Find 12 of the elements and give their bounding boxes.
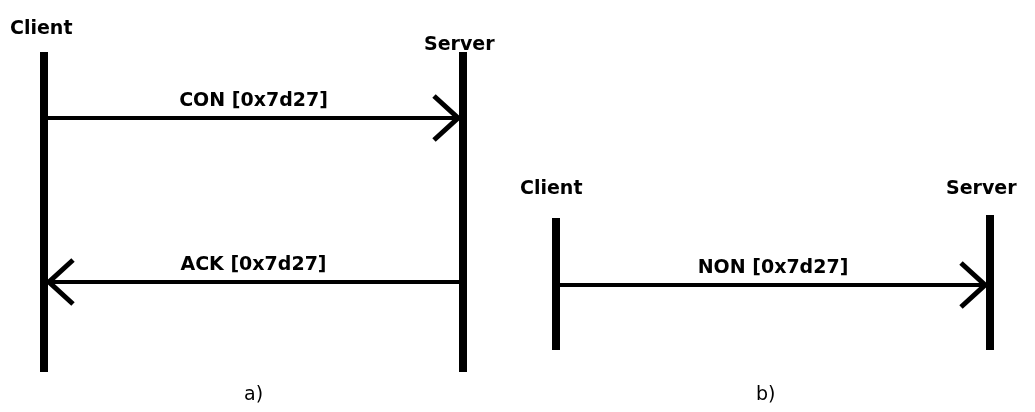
edge-label: CON [0x7d27] (179, 88, 328, 110)
message-arrow (46, 257, 459, 307)
participant-label: Server (424, 32, 495, 54)
participant-label: Client (10, 16, 73, 38)
message-arrow (560, 260, 988, 310)
panel-caption: a) (244, 382, 264, 404)
panel-caption: b) (756, 382, 776, 404)
edge-label: NON [0x7d27] (697, 255, 849, 277)
participant-label: Client (520, 176, 583, 198)
edge-label: ACK [0x7d27] (180, 252, 327, 274)
participant-label: Server (946, 176, 1017, 198)
message-arrow (48, 93, 461, 143)
